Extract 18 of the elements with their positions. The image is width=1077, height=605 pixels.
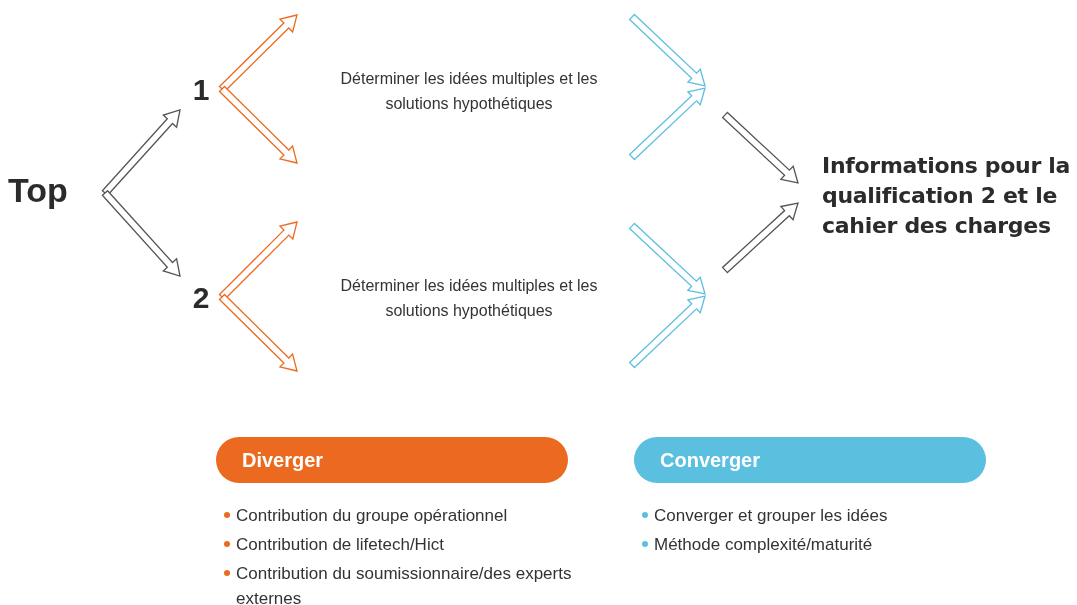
- step-description: Déterminer les idées multiples et les solutions hypothétiques: [339, 276, 599, 321]
- list-item: Méthode complexité/maturité: [654, 534, 873, 556]
- step-number: 2: [192, 279, 210, 316]
- header-band: Diverger: [216, 437, 568, 483]
- step-number: 1: [192, 71, 210, 108]
- list-item: Contribution du soumissionnaire/des experts externes: [236, 563, 573, 605]
- hollow-arrow: [218, 293, 298, 372]
- list-item: Contribution de lifetech/Hict: [236, 534, 444, 556]
- hollow-arrow: [101, 189, 181, 277]
- header-band: Converger: [634, 437, 986, 483]
- heading: Informations pour la qualification 2 et le cahier des charges: [822, 152, 1072, 240]
- step-description: Déterminer les idées multiples et les solutions hypothétiques: [339, 69, 599, 114]
- list-item: Contribution du groupe opérationnel: [236, 505, 508, 527]
- hollow-arrow: [218, 85, 298, 164]
- list-item: Converger et grouper les idées: [654, 505, 888, 527]
- hollow-arrow: [721, 111, 799, 184]
- heading: Top: [8, 169, 68, 211]
- hollow-arrow: [721, 202, 799, 274]
